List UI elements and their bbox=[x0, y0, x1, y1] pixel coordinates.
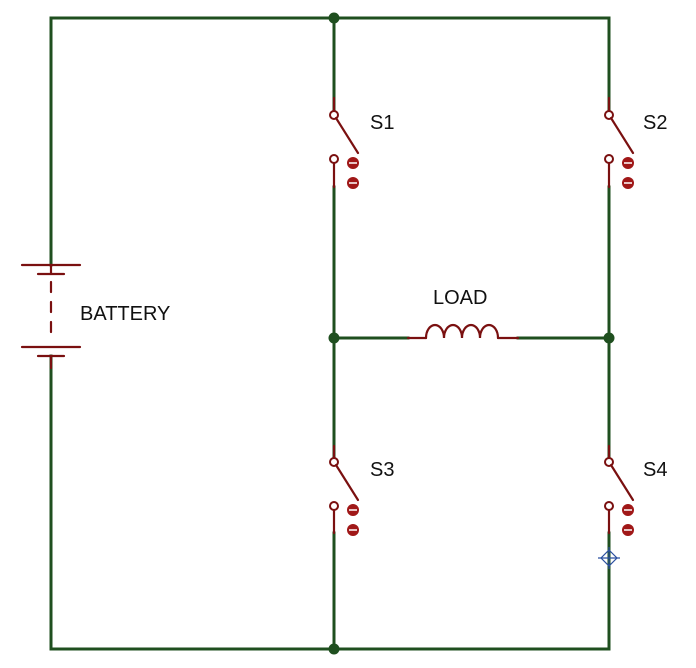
inductor-coil-icon bbox=[406, 323, 520, 340]
battery-label: BATTERY bbox=[80, 303, 170, 325]
spst-switch-icon bbox=[604, 96, 635, 189]
junction-load-right bbox=[603, 332, 615, 344]
spst-switch-icon bbox=[604, 444, 635, 536]
switch-s4-label: S4 bbox=[643, 459, 667, 481]
spst-switch-icon bbox=[329, 444, 360, 536]
junctions bbox=[328, 12, 615, 655]
switch-s2-label: S2 bbox=[643, 112, 667, 134]
switch-s1-label: S1 bbox=[370, 112, 394, 134]
switch-s2[interactable]: S2 bbox=[604, 96, 667, 189]
junction-top-mid bbox=[328, 12, 340, 24]
crosshair-probe-icon[interactable] bbox=[598, 547, 620, 569]
load-label: LOAD bbox=[433, 287, 487, 309]
switch-s1[interactable]: S1 bbox=[329, 96, 394, 189]
switch-s3-label: S3 bbox=[370, 459, 394, 481]
switch-s3[interactable]: S3 bbox=[329, 444, 394, 536]
battery-symbol-icon bbox=[20, 263, 82, 370]
switch-s4[interactable]: S4 bbox=[604, 444, 667, 536]
junction-load-left bbox=[328, 332, 340, 344]
spst-switch-icon bbox=[329, 96, 360, 189]
junction-bottom-mid bbox=[328, 643, 340, 655]
